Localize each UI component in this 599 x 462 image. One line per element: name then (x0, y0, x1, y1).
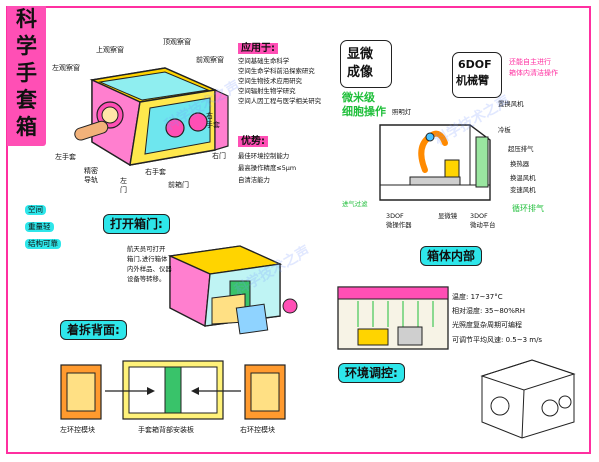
auto-clean-line: 还能自主进行 (509, 58, 551, 66)
title-char: 手 (16, 61, 37, 85)
application-line: 空间基础生命科学 (238, 57, 290, 65)
advantage-line: 最高操作精度≤5μm (238, 164, 297, 172)
inner-box-illustration (379, 124, 491, 201)
label-right-window: 前观察窗 (196, 56, 224, 64)
open-door-desc: 箱门,进行箱体 (127, 255, 168, 263)
label-left-door: 左 门 (120, 177, 127, 194)
disassembly-label: 右环控模块 (240, 426, 275, 434)
bottom-label: 3DOF 微操作器 (386, 212, 412, 229)
arm-title-line: 6DOF (458, 58, 492, 71)
inner-title: 箱体内部 (420, 246, 483, 266)
microscope-sub: 微米级 (342, 91, 375, 104)
disassembly-illustration (60, 360, 286, 420)
label-right-door: 右门 (212, 152, 226, 160)
tag-space: 空间 (25, 205, 46, 215)
open-door-illustration (167, 245, 298, 335)
inner-label: 冷板 (498, 126, 511, 134)
arm-title-box: 6DOF 机械臂 (452, 52, 502, 98)
label-precision-rail: 精密 导轨 (84, 167, 98, 184)
inner-label: 换温风机 (510, 174, 536, 182)
title-char: 套 (16, 88, 37, 112)
label-left-window: 左观察窗 (52, 64, 80, 72)
inner-label: 超压排气 (508, 145, 534, 153)
title-char: 科 (16, 7, 37, 31)
inner-label: 进气过滤 (342, 200, 368, 208)
microscope-sub: 细胞操作 (342, 105, 386, 118)
env-line: 可调节平均风速: 0.5~3 m/s (452, 336, 543, 344)
bottom-label: 3DOF 微动平台 (470, 212, 496, 229)
microscope-title-line: 成像 (347, 65, 374, 80)
label-left-glove: 左手套 (55, 153, 76, 161)
application-title: 应用于: (238, 43, 278, 54)
application-line: 空间生物技术应用研究 (238, 77, 302, 85)
open-door-desc: 内外样品、仪器 (127, 265, 172, 273)
application-line: 空间生命学科前沿探索研究 (238, 67, 315, 75)
advantage-line: 最佳环境控制能力 (238, 152, 290, 160)
env-line: 光照度复杂周期可编程 (452, 321, 522, 329)
env-line: 温度: 17~37°C (452, 293, 503, 301)
auto-clean-line: 箱体内清洁操作 (509, 69, 558, 77)
label-front-door: 前箱门 (168, 181, 189, 189)
glovebox-main-illustration (74, 67, 229, 167)
tag-light: 重量轻 (25, 222, 54, 232)
env-line: 相对湿度: 35~80%RH (452, 307, 526, 315)
microscope-title-line: 显微 (347, 47, 374, 62)
label-right-gloves: 右 手套 (206, 112, 220, 129)
title-char: 学 (16, 34, 37, 58)
disassembly-label: 左环控模块 (60, 426, 95, 434)
advantage-line: 自清洁能力 (238, 176, 270, 184)
inner-label: 换热器 (510, 160, 530, 168)
disassembly-title: 着拆背面: (60, 320, 127, 340)
title-column: 科 学 手 套 箱 (7, 6, 46, 146)
tag-reliable: 结构可靠 (25, 239, 61, 249)
env-title: 环境调控: (338, 363, 405, 383)
glovebox-outline-illustration (480, 359, 576, 439)
page-frame (6, 6, 591, 454)
open-door-desc: 设备等转移。 (127, 275, 166, 283)
title-char: 箱 (16, 115, 37, 139)
application-line: 空间辐射生物学研究 (238, 87, 296, 95)
circ-label: 循环排气 (512, 204, 544, 213)
microscope-title-box: 显微 成像 (340, 40, 392, 88)
lamp-label: 照明灯 (392, 108, 412, 116)
inner-label: 变速风机 (510, 186, 536, 194)
arm-title-line: 机械臂 (456, 74, 489, 87)
application-line: 空间人因工程与医学相关研究 (238, 97, 322, 105)
label-front-window: 顶观察窗 (163, 38, 191, 46)
label-top-window: 上观察窗 (96, 46, 124, 54)
disassembly-label: 手套箱背部安装板 (138, 426, 194, 434)
inner-label: 置换风机 (498, 100, 524, 108)
label-right-glove: 右手套 (145, 168, 166, 176)
open-door-desc: 航天员可打开 (127, 245, 166, 253)
open-door-title: 打开箱门: (103, 214, 170, 234)
environment-illustration (337, 286, 449, 350)
bottom-label: 显微镜 (438, 212, 458, 220)
advantages-title: 优势: (238, 136, 268, 147)
